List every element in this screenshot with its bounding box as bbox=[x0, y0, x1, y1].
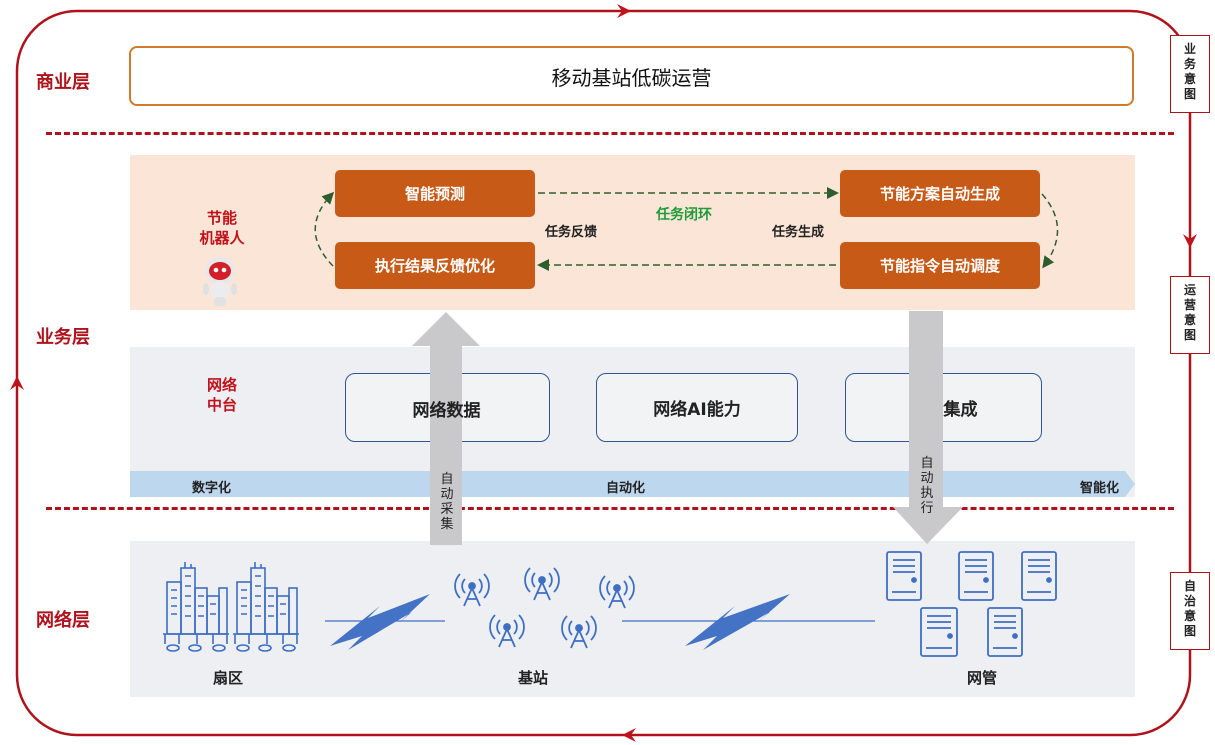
business-goal-box: 移动基站低碳运营 bbox=[129, 46, 1134, 106]
auto-collect-arrow bbox=[412, 312, 480, 545]
robot-icon bbox=[203, 257, 237, 306]
loop-arrow-top bbox=[617, 4, 631, 18]
task-generate-label: 任务生成 bbox=[772, 225, 825, 240]
loop-arrow-optimize-to-predict bbox=[314, 191, 335, 267]
network-ai-box: 网络AI能力 bbox=[596, 373, 798, 442]
closed-loop-label: 任务闭环 bbox=[656, 207, 712, 223]
link-bolt-right-icon bbox=[685, 594, 790, 650]
auto-collect-label: 自动采集 bbox=[440, 472, 454, 532]
separator-top bbox=[46, 132, 1174, 135]
progress-label-digital: 数字化 bbox=[192, 481, 232, 496]
business-goal-text: 移动基站低碳运营 bbox=[551, 65, 712, 90]
nms-server-icons bbox=[886, 551, 1057, 657]
network-ai-label: 网络AI能力 bbox=[653, 400, 741, 420]
layer-label-network: 网络层 bbox=[36, 610, 90, 631]
base-station-icons bbox=[454, 567, 635, 649]
loop-arrow-bottom bbox=[622, 728, 636, 742]
energy-plan-box: 节能方案自动生成 bbox=[840, 170, 1040, 217]
loop-arrow-left bbox=[10, 376, 24, 390]
auto-execute-arrow bbox=[893, 311, 963, 544]
command-dispatch-box: 节能指令自动调度 bbox=[840, 242, 1040, 289]
loop-arrow-right bbox=[1183, 234, 1197, 248]
side-tag-operation-intent: 运营意图 bbox=[1170, 276, 1210, 354]
separator-bottom bbox=[46, 507, 1174, 510]
base-station-label: 基站 bbox=[518, 669, 549, 687]
layer-label-business: 商业层 bbox=[36, 72, 90, 93]
sector-label: 扇区 bbox=[213, 669, 244, 687]
feedback-optimize-box: 执行结果反馈优化 bbox=[335, 242, 535, 289]
robot-label: 节能机器人 bbox=[199, 209, 245, 247]
side-tag-autonomy-intent: 自治意图 bbox=[1170, 572, 1210, 650]
digital-progress-bar bbox=[130, 471, 1135, 497]
nms-label: 网管 bbox=[967, 669, 998, 687]
platform-label: 网络中台 bbox=[206, 376, 237, 414]
progress-label-automated: 自动化 bbox=[606, 481, 646, 496]
smart-predict-box: 智能预测 bbox=[335, 170, 535, 217]
loop-arrow-plan-to-dispatch bbox=[1041, 193, 1059, 269]
auto-execute-label: 自动执行 bbox=[920, 456, 934, 516]
layer-label-service: 业务层 bbox=[36, 327, 90, 348]
sector-buildings-icon bbox=[163, 562, 299, 652]
network-data-label: 网络数据 bbox=[412, 401, 481, 421]
link-bolt-left-icon bbox=[330, 594, 430, 650]
progress-label-intelligent: 智能化 bbox=[1080, 481, 1120, 496]
side-tag-business-intent: 业务意图 bbox=[1170, 35, 1210, 113]
command-integration-box: 指令集成 bbox=[845, 373, 1042, 442]
task-feedback-label: 任务反馈 bbox=[545, 225, 598, 240]
